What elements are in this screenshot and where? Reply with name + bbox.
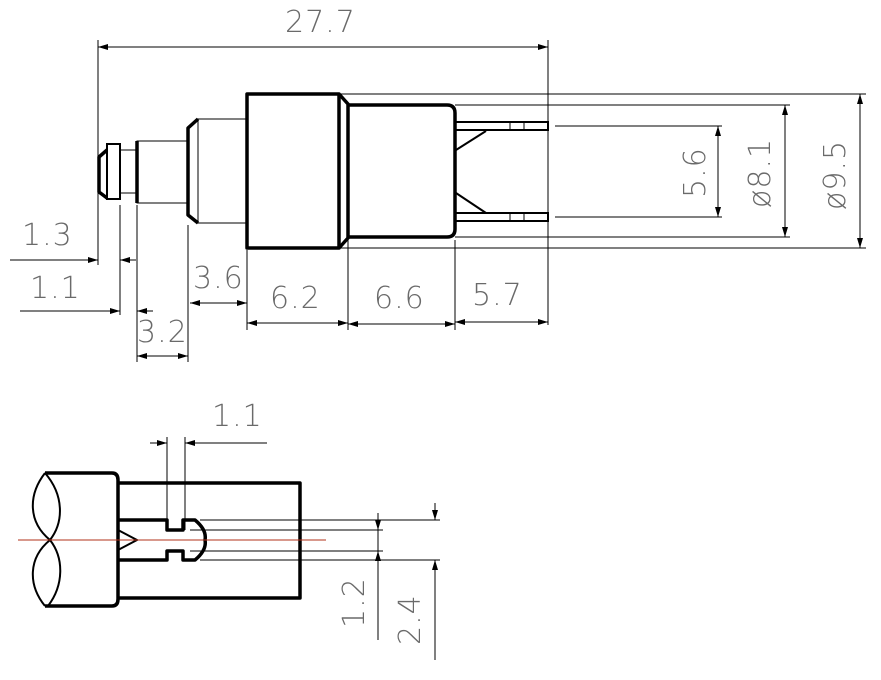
collar [186, 117, 200, 225]
dim-rear-diameter: ø8.1 [743, 138, 778, 208]
switch-side-view [97, 92, 549, 250]
plunger-detail-view [18, 471, 326, 608]
dimensions-detail: 1.1 1.2 2.4 [150, 399, 440, 660]
dim-pin-length: 5.7 [472, 278, 523, 313]
dim-shaft-length: 3.2 [137, 315, 188, 350]
dim-tip-diameter: 2.4 [393, 594, 428, 645]
rear-body [348, 103, 457, 239]
dim-groove-width: 1.1 [212, 399, 263, 434]
dim-ring-length: 1.1 [30, 271, 81, 306]
dim-tip-length: 1.3 [22, 218, 73, 253]
dim-rear-body-length: 6.6 [374, 281, 425, 316]
tip-ring [106, 143, 121, 200]
dimensions-top: 27.7 1.3 1.1 3.2 3.6 6.2 6.6 5.7 5.6 [10, 5, 866, 362]
pins [454, 121, 549, 222]
tip [97, 148, 109, 200]
dim-neck-length: 3.6 [193, 261, 244, 296]
dim-body-diameter: ø9.5 [818, 140, 853, 210]
neck [197, 118, 248, 224]
dim-overall-length: 27.7 [285, 5, 356, 40]
plunger-shaft [136, 140, 188, 204]
dim-pin-spacing: 5.6 [678, 147, 713, 198]
dim-groove-diameter: 1.2 [337, 577, 372, 628]
dim-body-length: 6.2 [270, 281, 321, 316]
main-body [245, 92, 341, 250]
stem [119, 149, 138, 194]
